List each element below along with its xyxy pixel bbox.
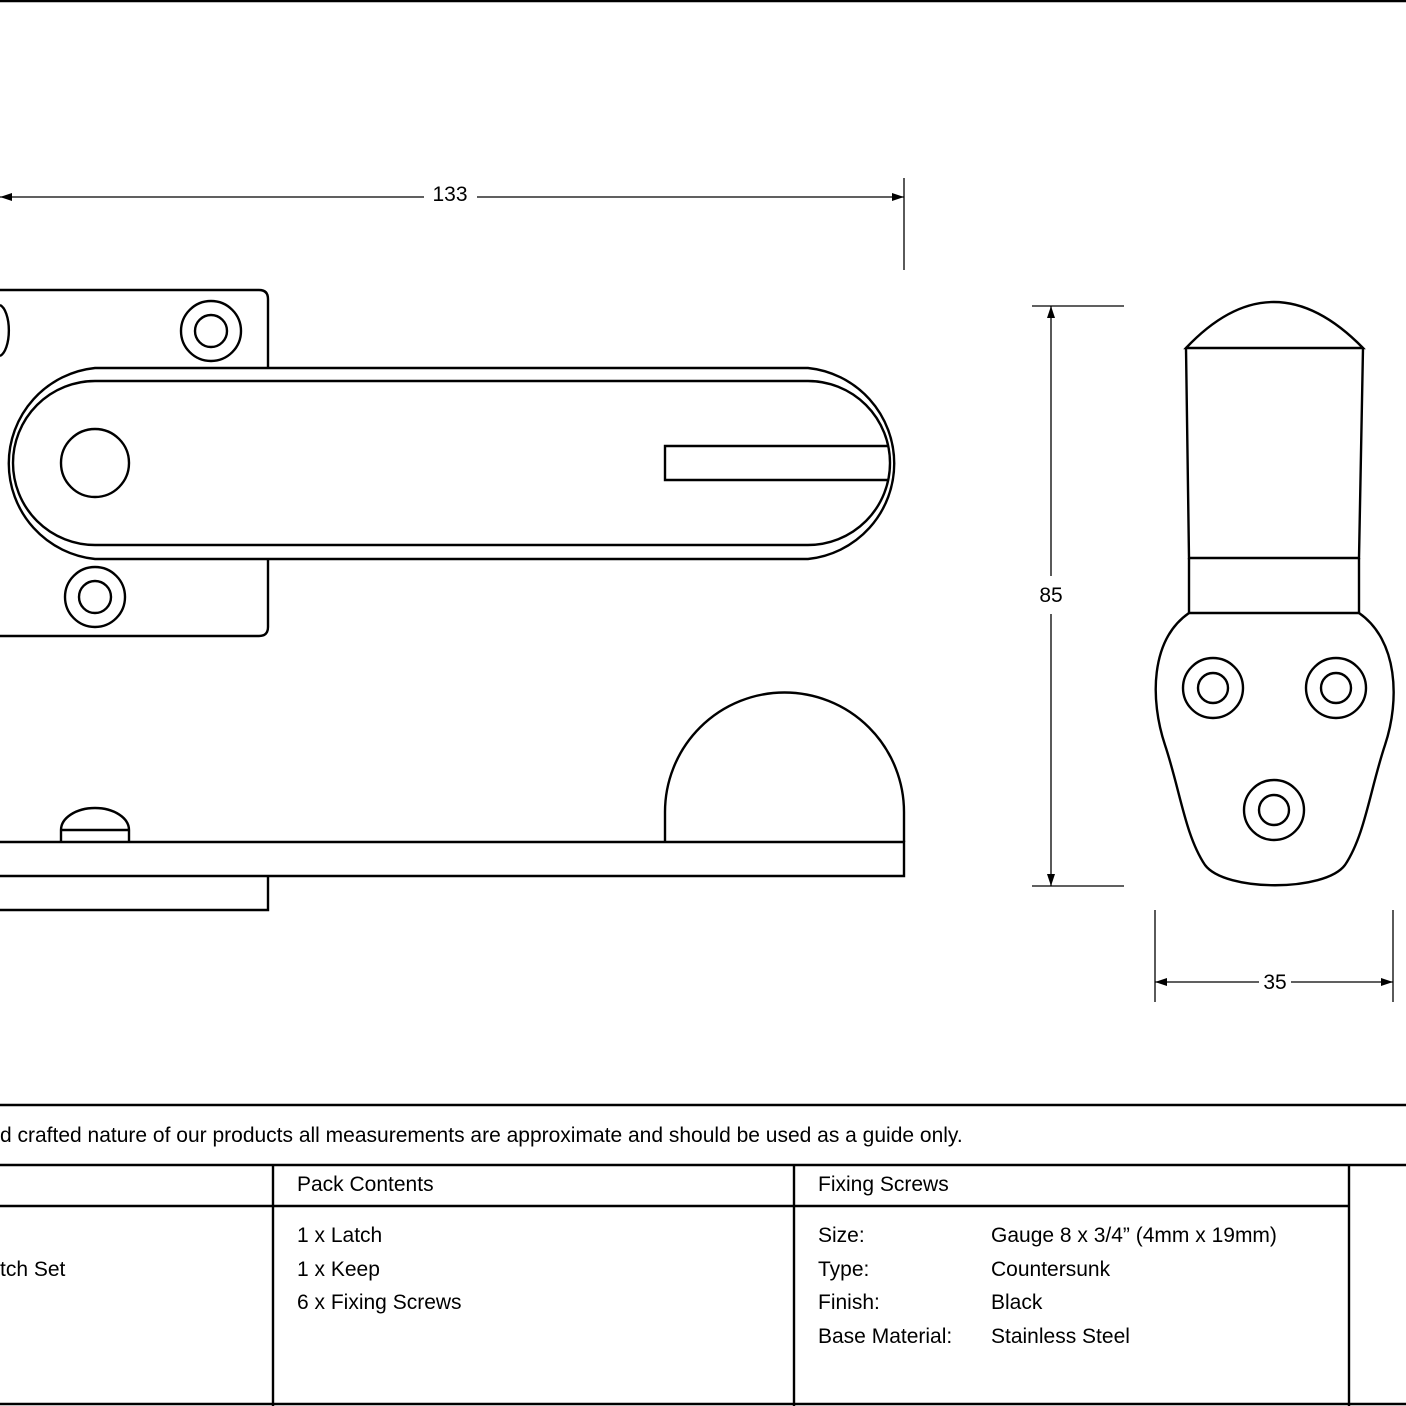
screw-head: [59, 806, 131, 842]
screw-hole-inner: [1319, 671, 1353, 705]
latch-bar-outer: [7, 366, 896, 561]
fixing-screws-header: Fixing Screws: [818, 1173, 949, 1196]
screw-hole-partial: [0, 303, 11, 358]
latch-slot: [663, 444, 888, 482]
keep-side-view: [0, 691, 906, 912]
screw-hole-outer: [1242, 778, 1306, 842]
latch-bar-inner: [11, 379, 892, 547]
height-dimension: 85: [1032, 305, 1124, 887]
height-dimension-label: 85: [1039, 584, 1062, 607]
keep-width-dimension: 35: [1154, 910, 1394, 1002]
keep-width-dimension-label: 35: [1263, 971, 1286, 994]
info-table: d crafted nature of our products all mea…: [0, 1103, 1406, 1406]
keep-base-plate: [0, 876, 270, 912]
width-dimension: 133: [0, 178, 905, 270]
pack-contents-header: Pack Contents: [297, 1173, 434, 1196]
keep-base-bar: [0, 840, 906, 878]
keep-dome: [663, 691, 906, 842]
pivot-circle: [59, 427, 131, 499]
screw-size-value: Gauge 8 x 3/4” (4mm x 19mm): [991, 1224, 1277, 1247]
keep-end-view: [1154, 300, 1395, 887]
screw-hole-outer: [1181, 656, 1245, 720]
screw-hole-outer: [63, 565, 127, 629]
latch-back-plate: [0, 288, 270, 638]
screw-hole-outer: [179, 299, 243, 363]
screw-finish-label: Finish:: [818, 1291, 880, 1314]
keep-end-collar: [1187, 558, 1361, 615]
screw-material-value: Stainless Steel: [991, 1325, 1130, 1348]
screw-size-label: Size:: [818, 1224, 865, 1247]
pack-contents-item: 1 x Latch: [297, 1224, 382, 1247]
screw-hole-inner: [1257, 793, 1291, 827]
keep-end-plate: [1154, 612, 1395, 887]
pack-contents-item: 6 x Fixing Screws: [297, 1291, 462, 1314]
screw-hole-inner: [77, 579, 113, 615]
screw-material-label: Base Material:: [818, 1325, 952, 1348]
pack-contents-item: 1 x Keep: [297, 1258, 380, 1281]
screw-type-label: Type:: [818, 1258, 869, 1281]
latch-front-view: [0, 288, 896, 638]
screw-hole-outer: [1304, 656, 1368, 720]
keep-end-dome: [1183, 300, 1366, 350]
screw-finish-value: Black: [991, 1291, 1043, 1314]
product-name-text: tch Set: [0, 1258, 66, 1281]
screw-hole-inner: [193, 313, 229, 349]
screw-type-value: Countersunk: [991, 1258, 1111, 1281]
disclaimer-text: d crafted nature of our products all mea…: [0, 1124, 963, 1147]
keep-end-shaft: [1184, 347, 1365, 560]
width-dimension-label: 133: [432, 183, 467, 206]
screw-hole-inner: [1196, 671, 1230, 705]
